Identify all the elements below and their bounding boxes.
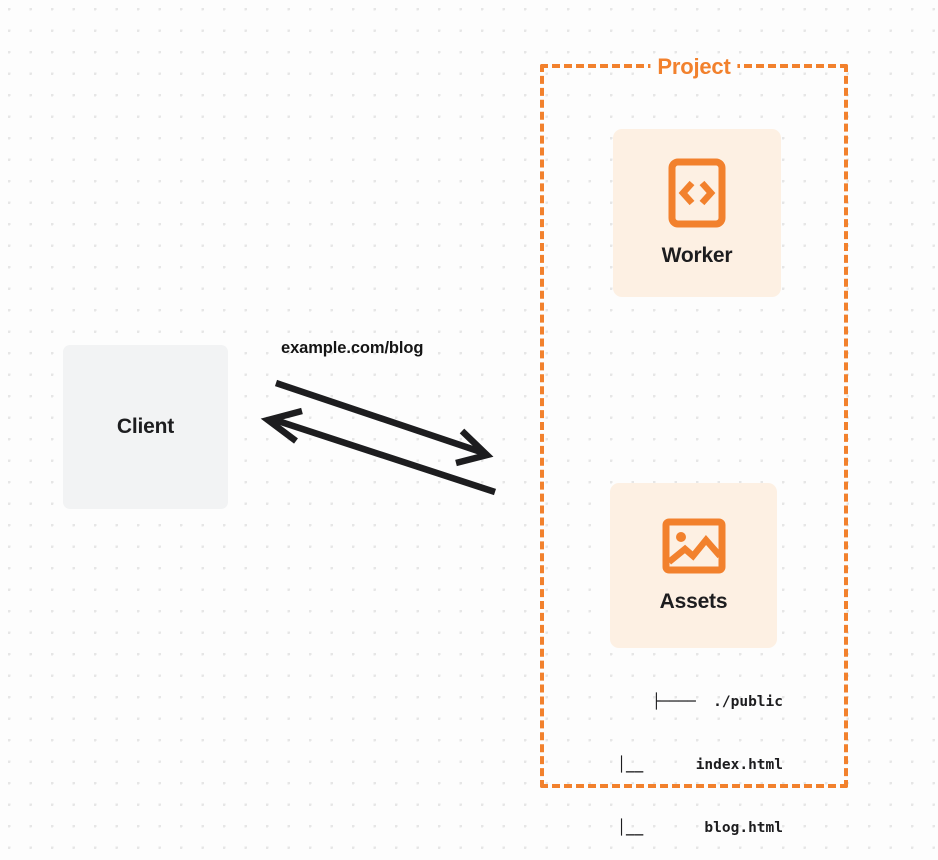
- worker-card[interactable]: Worker: [613, 129, 781, 297]
- assets-card[interactable]: Assets: [610, 483, 777, 648]
- file-tree-row: │__ index.html: [617, 757, 783, 773]
- file-tree-row: ├──── ./public: [652, 694, 783, 710]
- file-tree-row: │__ blog.html: [617, 820, 783, 836]
- project-group: Project: [540, 54, 848, 788]
- assets-file-tree: ├──── ./public │__ index.html │__ blog.h…: [588, 650, 783, 860]
- response-arrow: [260, 407, 497, 496]
- project-title: Project: [650, 54, 738, 80]
- client-node[interactable]: Client: [63, 345, 228, 509]
- image-picture-icon: [662, 518, 726, 574]
- request-arrow: [274, 379, 494, 467]
- worker-label: Worker: [661, 244, 733, 267]
- assets-label: Assets: [659, 589, 728, 613]
- connection-label: example.com/blog: [281, 339, 424, 357]
- code-brackets-icon: [668, 158, 726, 228]
- client-label: Client: [116, 415, 175, 438]
